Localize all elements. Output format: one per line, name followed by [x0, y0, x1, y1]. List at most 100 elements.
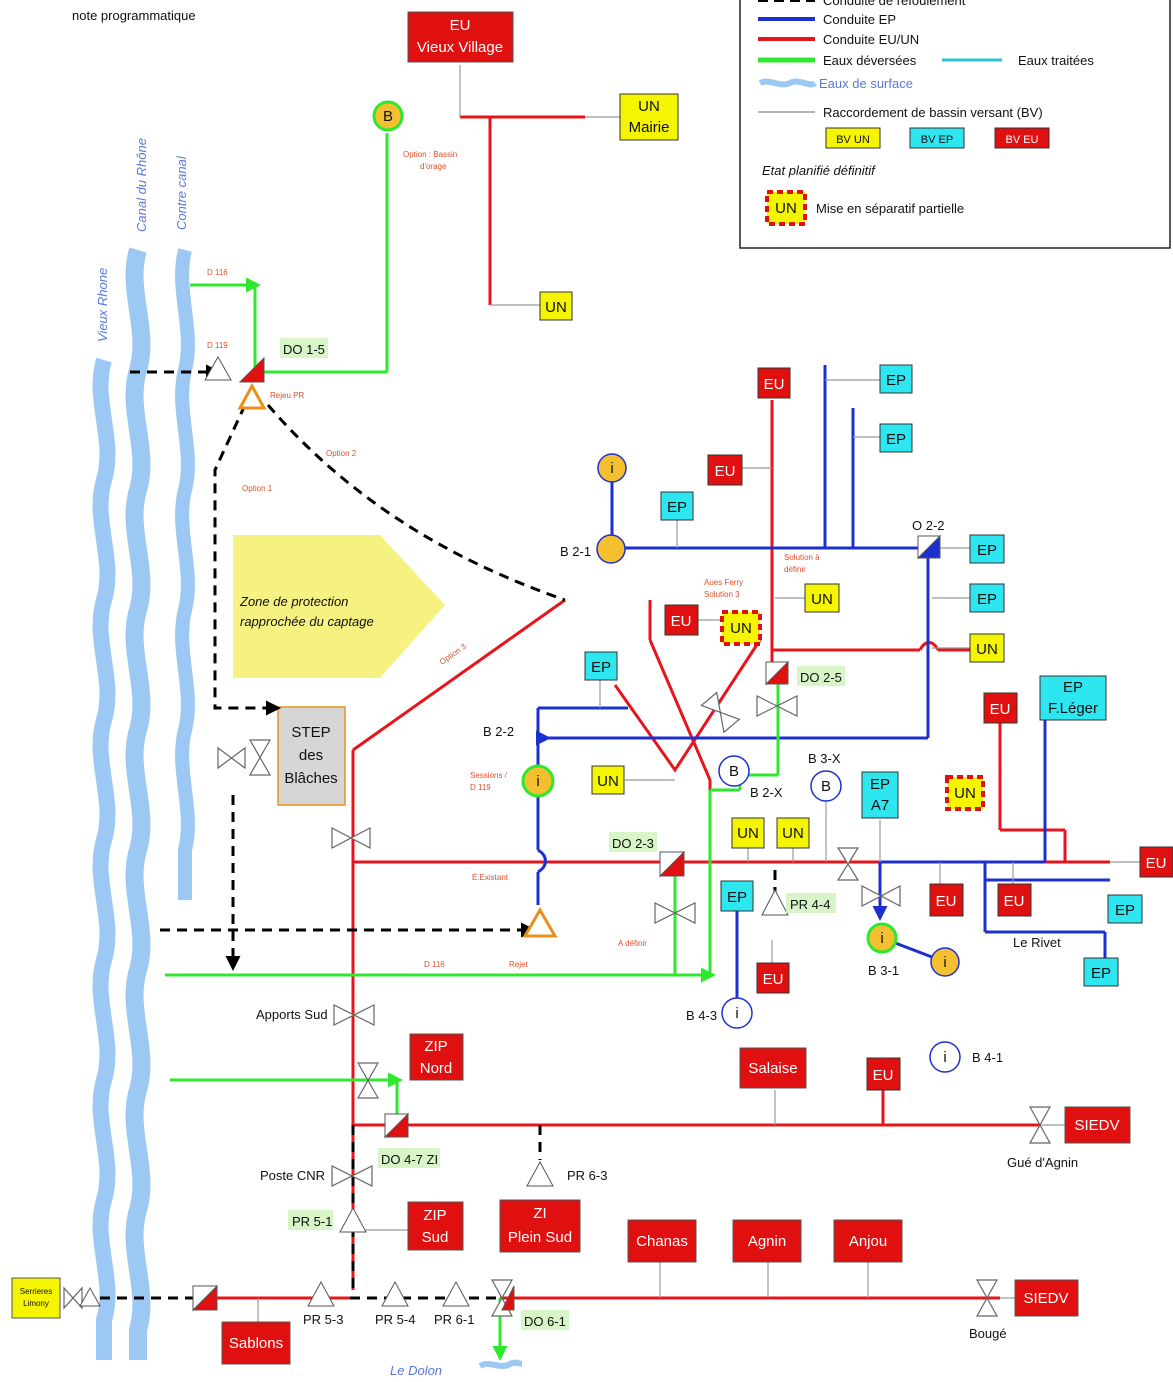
bv-un-5-label: UN	[737, 825, 759, 842]
pr61-label: PR 6-1	[434, 1312, 474, 1327]
un-mairie-line1: UN	[638, 98, 660, 115]
bv-zip-nord	[409, 1033, 464, 1081]
d119-label: D 119	[207, 341, 228, 350]
b31-glyph: i	[880, 930, 883, 947]
do25-node-bg	[765, 661, 790, 686]
b22-i-label: i	[536, 773, 539, 790]
valve-icon	[654, 902, 696, 924]
valve-icon	[975, 1279, 999, 1317]
aues-ferry-label: Aues Ferry	[704, 578, 743, 587]
rejet-label: Rejet	[509, 960, 528, 969]
do23-label-bg	[609, 832, 657, 852]
bv-ep-5-label: EP	[977, 591, 997, 608]
step-label-2: des	[299, 747, 323, 764]
bv-ep-6-label: EP	[591, 659, 611, 676]
do15-label-bg	[280, 338, 328, 358]
sablons-label: Sablons	[229, 1335, 283, 1352]
legend-eu: Conduite EU/UN	[823, 32, 919, 47]
vieux-rhone-label: Vieux Rhone	[95, 268, 110, 342]
serrieres-line2: Limony	[23, 1299, 49, 1308]
bv-eu-3-label: EU	[671, 613, 692, 630]
bv-ep-1	[879, 364, 913, 394]
a-definir-label: A définir	[618, 939, 647, 948]
serrieres-line1: Serrieres	[20, 1287, 52, 1296]
zip-nord-line1: ZIP	[424, 1038, 447, 1055]
bv-ep-7	[720, 880, 754, 912]
pr53-node	[307, 1280, 335, 1307]
b41-label: B 4-1	[972, 1050, 1003, 1065]
valve-icon	[331, 1165, 373, 1187]
ep-a7-line2: A7	[871, 797, 889, 814]
bv-un-separatif-2-label: UN	[954, 785, 976, 802]
bv-un-separatif-1	[720, 610, 762, 646]
bv-eu-4-label: EU	[990, 701, 1011, 718]
legend-separatif-label: Mise en séparatif partielle	[816, 201, 964, 216]
valve-icon	[63, 1286, 83, 1310]
solution-label: Solution à	[784, 553, 820, 562]
salaise-label: Salaise	[748, 1060, 797, 1077]
zip-nord-line2: Nord	[420, 1060, 453, 1077]
do25-label-bg	[797, 666, 845, 686]
bv-sablons	[221, 1321, 291, 1365]
apports-sud-label: Apports Sud	[256, 1007, 328, 1022]
step-box	[277, 706, 346, 806]
bv-un-2	[804, 583, 840, 613]
un-mairie-line2: Mairie	[629, 119, 670, 136]
b31-i-node	[930, 947, 960, 977]
sessions-label-2: D 119	[470, 783, 491, 792]
bv-ep-7-label: EP	[727, 889, 747, 906]
bv-un-6-label: UN	[782, 825, 804, 842]
legend-deversees: Eaux déversées	[823, 53, 917, 68]
pr53-label: PR 5-3	[303, 1312, 343, 1327]
bv-ep-2	[879, 423, 913, 453]
b43-label: B 4-3	[686, 1008, 717, 1023]
bv-eu-3	[664, 604, 699, 636]
agnin-label: Agnin	[748, 1233, 786, 1250]
legend-bv-un	[825, 127, 881, 149]
b21-i-label: i	[610, 460, 613, 477]
bv-eu-6	[929, 883, 964, 917]
bv-ep-9	[1083, 957, 1119, 987]
legend-box	[739, 0, 1171, 249]
siedv-2-label: SIEDV	[1023, 1290, 1068, 1307]
existant-label: E.Existant	[472, 873, 509, 882]
bv-un-5	[731, 817, 765, 849]
valve-icon	[1028, 1106, 1052, 1144]
bv-un-2-label: UN	[811, 591, 833, 608]
legend-bv-ep-label: BV EP	[921, 134, 953, 146]
b2x-node	[718, 755, 750, 787]
sessions-label: Sessions /	[470, 771, 508, 780]
dolon-label: Le Dolon	[390, 1363, 442, 1378]
bv-eu-7	[997, 883, 1032, 917]
bv-anjou	[833, 1219, 903, 1263]
ep-fleger-line1: EP	[1063, 679, 1083, 696]
do47-label-bg	[378, 1148, 440, 1168]
do23-label: DO 2-3	[612, 836, 654, 851]
pr51-label: PR 5-1	[292, 1214, 332, 1229]
bv-siedv-1	[1064, 1106, 1131, 1144]
solution-label-2: définir	[784, 565, 806, 574]
bv-un-separatif-2	[945, 775, 985, 811]
bv-eu-5	[1139, 846, 1173, 878]
valve-icons	[63, 691, 1052, 1317]
bv-un-mairie	[619, 93, 679, 141]
zip-sud-line1: ZIP	[423, 1207, 446, 1224]
bv-un-4	[591, 765, 625, 795]
do25-label: DO 2-5	[800, 670, 842, 685]
legend-ep: Conduite EP	[823, 12, 896, 27]
do61-node	[501, 1285, 515, 1311]
bv-salaise	[739, 1047, 807, 1089]
bv-boxes: EU Vieux Village UN Mairie UN EU EP EP E…	[11, 11, 1173, 1365]
bv-ep-a7	[861, 771, 899, 819]
legend-bv-eu-label: BV EU	[1005, 134, 1038, 146]
bv-eu-4	[983, 692, 1018, 724]
valve-icon	[356, 1062, 380, 1099]
valve-icon	[331, 827, 371, 849]
canal-rhone-label: Canal du Rhône	[134, 138, 149, 232]
b41-node	[929, 1041, 961, 1073]
bv-ep-3-label: EP	[667, 499, 687, 516]
bv-eu-1	[757, 367, 791, 399]
bassin-b-top-label: B	[383, 108, 393, 125]
bv-un-1-label: UN	[545, 299, 567, 316]
